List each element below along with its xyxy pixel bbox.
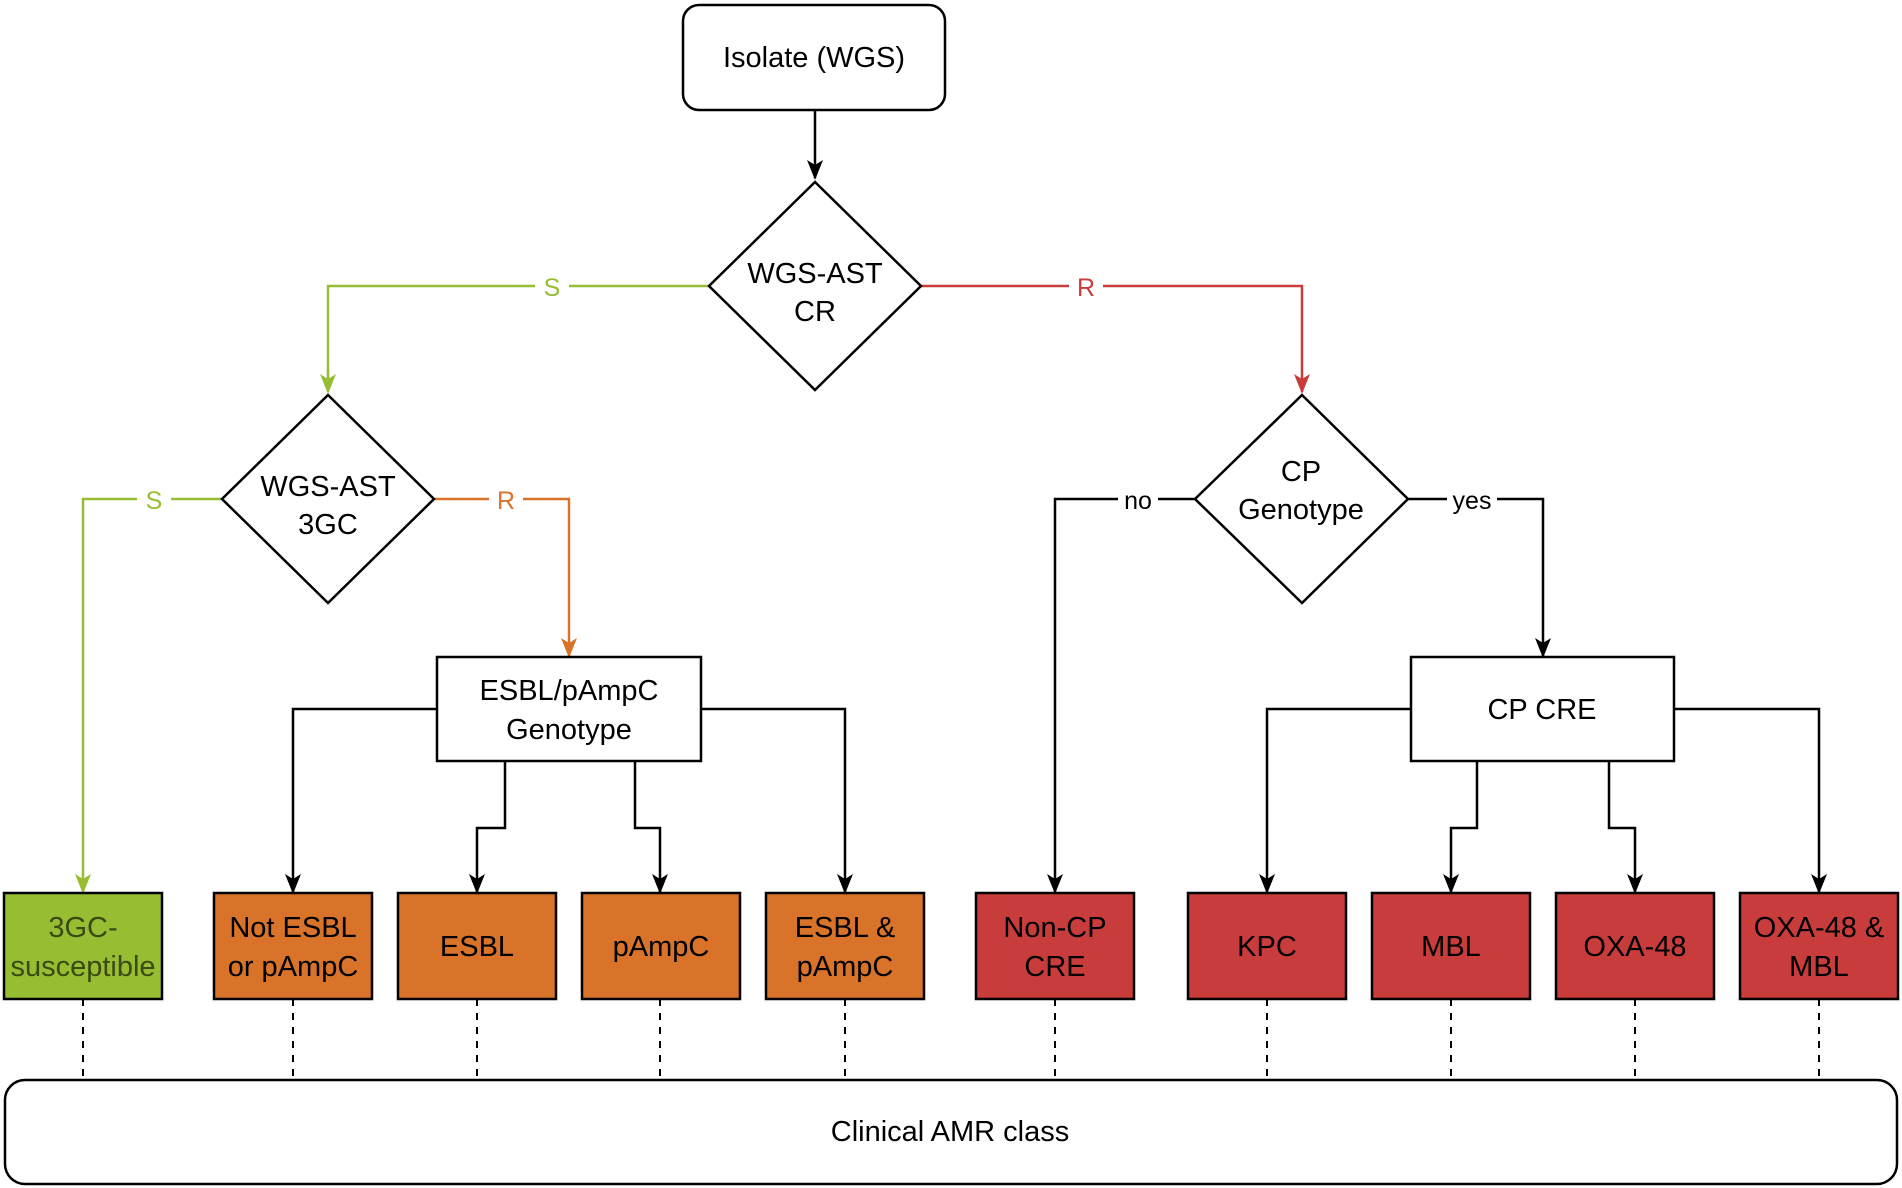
- edge-label-cr-r: R: [1077, 274, 1095, 302]
- leaf-not-esbl-line2: or pAmpC: [228, 951, 359, 983]
- node-cp-cre-label: CP CRE: [1487, 694, 1596, 726]
- leaf-oxa48-and-mbl: OXA-48 & MBL: [1738, 891, 1900, 1001]
- edge-genotype-to-esbl: [469, 761, 507, 894]
- leaf-pampc: pAmpC: [580, 891, 742, 1001]
- node-wgs-ast-cr-line1: WGS-AST: [747, 258, 883, 290]
- edge-label-cr-s: S: [544, 274, 561, 302]
- node-wgs-ast-3gc: WGS-AST 3GC: [220, 393, 436, 605]
- edge-genotype-to-not-esbl: [285, 707, 437, 894]
- node-isolate: Isolate (WGS): [681, 3, 947, 112]
- leaf-mbl-label: MBL: [1421, 931, 1481, 963]
- node-wgs-ast-cr: WGS-AST CR: [707, 180, 923, 392]
- leaf-oxa48: OXA-48: [1554, 891, 1716, 1001]
- node-cp-cre: CP CRE: [1409, 655, 1676, 763]
- leaf-kpc: KPC: [1186, 891, 1348, 1001]
- leaf-oxa48-and-mbl-line1: OXA-48 &: [1754, 912, 1885, 944]
- node-clinical-amr-class: Clinical AMR class: [3, 1078, 1899, 1186]
- dashed-connectors: [82, 999, 1820, 1080]
- leaf-pampc-label: pAmpC: [613, 931, 710, 963]
- edge-labels: S R S R no yes: [137, 272, 1497, 515]
- edge-cpcre-to-kpc: [1259, 707, 1411, 894]
- edge-cr-s: [320, 284, 709, 394]
- node-clinical-amr-class-label: Clinical AMR class: [831, 1116, 1070, 1148]
- edge-label-cp-yes: yes: [1453, 487, 1492, 515]
- leaf-3gc-susceptible-line2: susceptible: [10, 951, 155, 983]
- leaf-3gc-susceptible-line1: 3GC-: [48, 912, 117, 944]
- node-wgs-ast-cr-line2: CR: [794, 296, 836, 328]
- leaf-non-cp-cre: Non-CP CRE: [974, 891, 1136, 1001]
- leaf-esbl: ESBL: [396, 891, 558, 1001]
- leaf-mbl: MBL: [1370, 891, 1532, 1001]
- node-cp-genotype-line1: CP: [1281, 456, 1321, 488]
- leaf-kpc-label: KPC: [1237, 931, 1297, 963]
- node-esbl-pampc-genotype-line2: Genotype: [506, 714, 632, 746]
- leaf-esbl-and-pampc: ESBL & pAmpC: [764, 891, 926, 1001]
- node-esbl-pampc-genotype-line1: ESBL/pAmpC: [480, 675, 659, 707]
- node-cp-genotype-line2: Genotype: [1238, 494, 1364, 526]
- edge-3gc-s: [75, 497, 222, 894]
- edge-cpcre-to-oxa48: [1607, 761, 1643, 894]
- edge-cp-no: [1047, 497, 1195, 894]
- leaf-esbl-and-pampc-line2: pAmpC: [797, 951, 894, 983]
- leaf-not-esbl: Not ESBL or pAmpC: [212, 891, 374, 1001]
- leaf-oxa48-label: OXA-48: [1583, 931, 1686, 963]
- leaf-oxa48-and-mbl-line2: MBL: [1789, 951, 1849, 983]
- edge-3gc-r: [434, 497, 577, 658]
- leaf-esbl-and-pampc-line1: ESBL &: [795, 912, 895, 944]
- leaf-not-esbl-line1: Not ESBL: [229, 912, 356, 944]
- node-cp-genotype: CP Genotype: [1193, 393, 1410, 605]
- node-esbl-pampc-genotype: ESBL/pAmpC Genotype: [435, 655, 703, 763]
- leaf-esbl-label: ESBL: [440, 931, 514, 963]
- edge-cpcre-to-oxa48-mbl: [1674, 707, 1827, 894]
- edge-cr-r: [921, 284, 1310, 394]
- edge-cp-yes: [1408, 497, 1551, 658]
- edge-label-cp-no: no: [1124, 487, 1152, 515]
- edge-genotype-to-esbl-pampc: [701, 707, 853, 894]
- edge-label-3gc-r: R: [497, 487, 515, 515]
- node-wgs-ast-3gc-line2: 3GC: [298, 509, 358, 541]
- leaf-non-cp-cre-line2: CRE: [1024, 951, 1085, 983]
- leaf-non-cp-cre-line1: Non-CP: [1003, 912, 1106, 944]
- edge-label-3gc-s: S: [146, 487, 163, 515]
- node-wgs-ast-3gc-line1: WGS-AST: [260, 471, 396, 503]
- node-isolate-label: Isolate (WGS): [723, 42, 905, 74]
- edge-cpcre-to-mbl: [1443, 761, 1479, 894]
- leaf-3gc-susceptible: 3GC- susceptible: [2, 891, 164, 1001]
- edge-genotype-to-pampc: [633, 761, 668, 894]
